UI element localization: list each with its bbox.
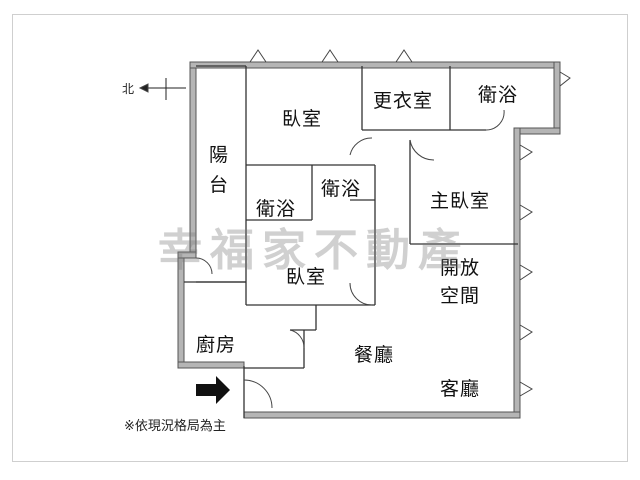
layout-note: ※依現況格局為主	[124, 419, 226, 434]
wall-segment	[243, 411, 521, 419]
room-dining: 餐廳	[354, 344, 395, 366]
wall-segment	[177, 251, 197, 259]
room-bath-mid-left: 衛浴	[256, 198, 297, 220]
plan-border	[12, 14, 628, 462]
window-mark	[519, 264, 533, 281]
room-balcony: 陽台	[208, 140, 230, 200]
wall-segment	[513, 127, 561, 135]
room-bath-ne: 衛浴	[478, 84, 519, 106]
door-swing	[485, 109, 505, 131]
room-kitchen: 廚房	[196, 334, 237, 356]
window-mark	[559, 71, 571, 87]
room-bath-mid-right: 衛浴	[321, 178, 362, 200]
balcony-label: 陽台	[208, 144, 229, 196]
compass-label: 北	[122, 82, 135, 96]
watermark: 幸福家不動產	[158, 225, 470, 276]
door-swing	[409, 139, 435, 161]
window-mark	[321, 49, 339, 63]
wall-segment	[513, 127, 521, 419]
room-master-bedroom: 主臥室	[430, 190, 491, 212]
window-mark	[395, 49, 413, 63]
wall-segment	[177, 361, 245, 369]
compass-arrow-icon	[138, 83, 149, 93]
door-swing	[243, 379, 273, 409]
wall-segment	[553, 61, 561, 133]
door-swing	[195, 257, 213, 275]
window-mark	[519, 324, 533, 341]
door-swing	[349, 137, 373, 156]
arrow-right-icon	[196, 376, 230, 404]
door-swing	[289, 329, 305, 349]
room-living: 客廳	[440, 378, 481, 400]
window-mark	[519, 144, 533, 161]
room-bedroom-2: 臥室	[286, 266, 327, 288]
door-swing	[349, 282, 373, 306]
window-mark	[249, 49, 267, 63]
window-mark	[519, 381, 533, 397]
room-bedroom-1: 臥室	[282, 108, 323, 130]
room-closet: 更衣室	[373, 90, 434, 112]
window-mark	[519, 204, 533, 221]
room-open-space: 開放 空間	[440, 257, 481, 307]
